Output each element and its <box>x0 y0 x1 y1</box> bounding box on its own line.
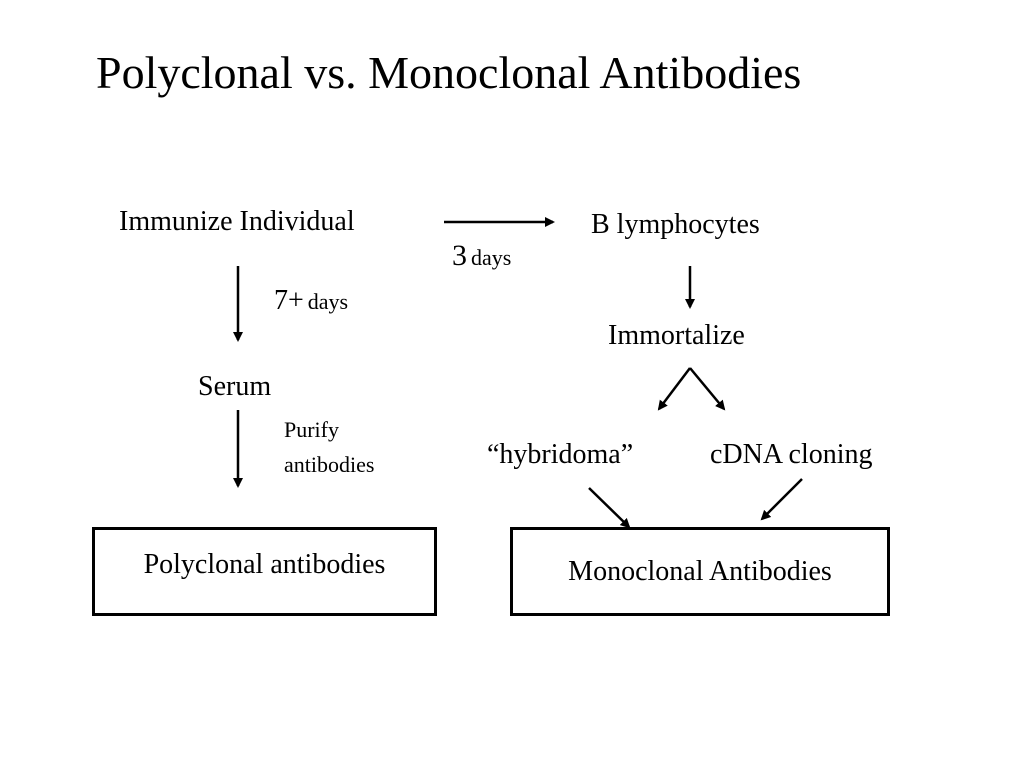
node-polyclonal-antibodies-box: Polyclonal antibodies <box>92 527 437 616</box>
node-cdna-cloning: cDNA cloning <box>710 439 873 470</box>
node-monoclonal-antibodies: Monoclonal Antibodies <box>568 555 832 587</box>
arrow-immortalize-to-hybridoma <box>657 367 691 411</box>
arrow-hybridoma-to-monoclonal <box>588 487 631 529</box>
edge-label-3: 3 <box>452 239 467 272</box>
node-immortalize: Immortalize <box>608 320 745 351</box>
node-b-lymphocytes: B lymphocytes <box>591 209 760 240</box>
edge-label-days-b: days <box>307 289 349 314</box>
node-immunize-individual: Immunize Individual <box>119 206 355 237</box>
slide-title: Polyclonal vs. Monoclonal Antibodies <box>96 47 802 98</box>
edge-label-7: 7+ <box>274 285 304 316</box>
node-monoclonal-antibodies-box: Monoclonal Antibodies <box>510 527 890 616</box>
edge-label-7-days: 7+ days <box>274 287 348 315</box>
node-hybridoma: “hybridoma” <box>487 439 634 470</box>
arrow-immortalize-to-cdna <box>689 367 726 411</box>
edge-label-antibodies: antibodies <box>284 452 375 477</box>
node-serum: Serum <box>198 371 272 402</box>
edge-label-days-a: days <box>471 245 512 270</box>
arrow-cdna-to-monoclonal <box>760 478 803 521</box>
node-polyclonal-antibodies: Polyclonal antibodies <box>143 548 386 580</box>
edge-label-purify: Purify <box>284 417 339 442</box>
edge-label-3-days: 3 days <box>452 241 511 271</box>
